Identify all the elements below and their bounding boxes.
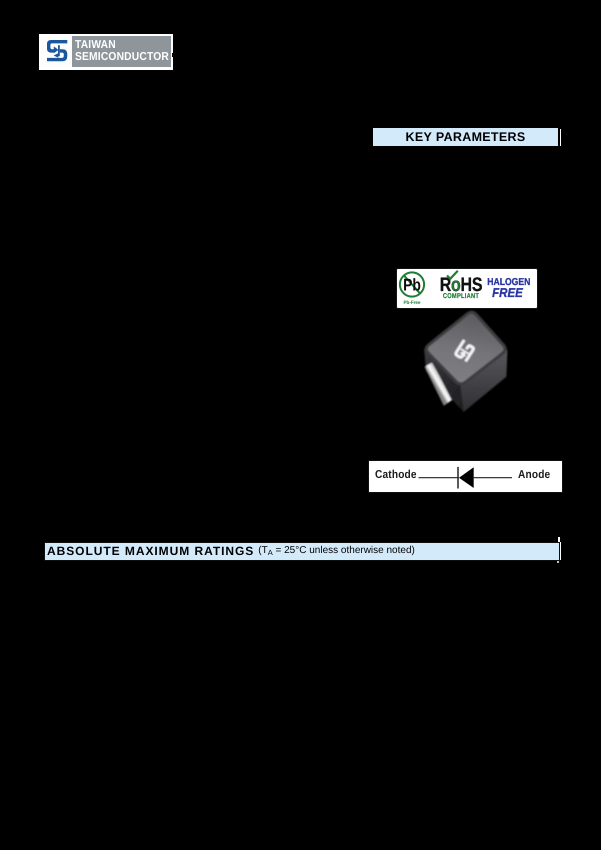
svg-text:Pb: Pb: [403, 276, 421, 295]
svg-text:Pb-Free: Pb-Free: [404, 300, 421, 306]
